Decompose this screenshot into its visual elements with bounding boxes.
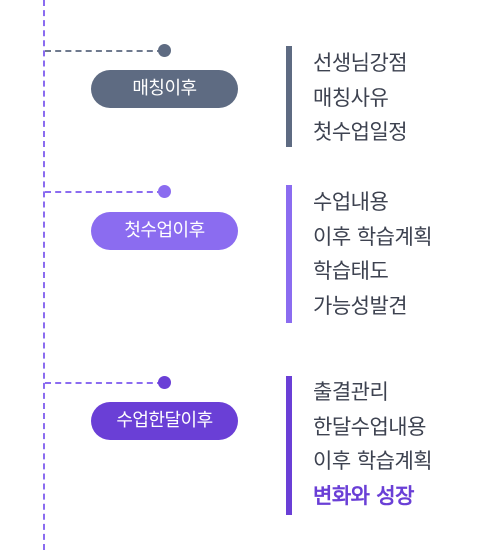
stage-label-pill: 첫수업이후 [91, 212, 238, 250]
connector-line [45, 382, 163, 384]
stage-item: 이후 학습계획 [313, 449, 433, 473]
stage-item: 이후 학습계획 [313, 224, 433, 249]
stage-item: 한달수업내용 [313, 414, 426, 439]
stage-item: 선생님강점 [313, 51, 408, 75]
stage-bar [286, 185, 292, 323]
stage-bar [286, 376, 292, 515]
stage-label-pill: 수업한달이후 [91, 402, 238, 440]
stage-item: 학습태도 [313, 259, 389, 283]
stage-item-list: 선생님강점 매칭사유 첫수업일정 [313, 46, 408, 150]
timeline-dot [158, 185, 171, 198]
stage-item-list: 출결관리 한달수업내용 이후 학습계획 변화와 성장 [313, 375, 433, 513]
stage-item: 수업내용 [313, 190, 389, 214]
connector-line [45, 191, 163, 193]
stage-label-pill: 매칭이후 [91, 70, 238, 108]
stage-bar [286, 46, 292, 147]
stage-item-highlight: 변화와 성장 [313, 483, 414, 508]
timeline-dot [158, 376, 171, 389]
stage-item: 첫수업일정 [313, 120, 408, 144]
stage-item: 매칭사유 [313, 85, 389, 110]
stage-item-list: 수업내용 이후 학습계획 학습태도 가능성발견 [313, 185, 433, 323]
timeline-dot [158, 44, 171, 57]
timeline-axis [43, 0, 45, 550]
connector-line [45, 50, 163, 52]
stage-item: 출결관리 [313, 380, 389, 404]
stage-item: 가능성발견 [313, 293, 408, 318]
